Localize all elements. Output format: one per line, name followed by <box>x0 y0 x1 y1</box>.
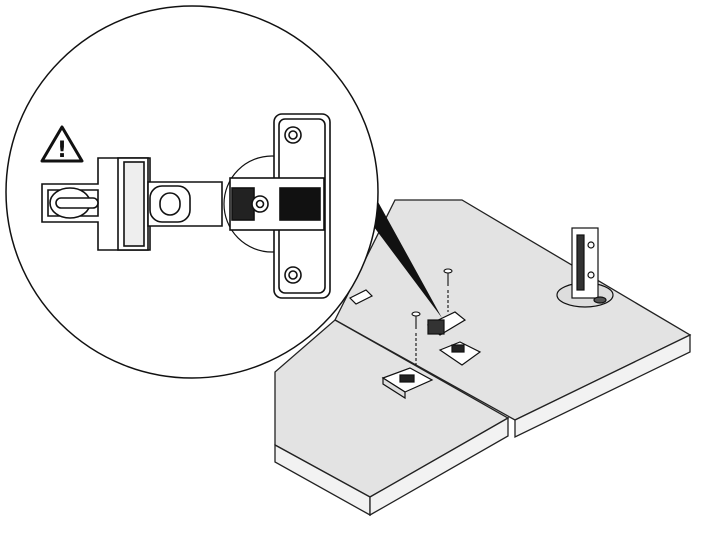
warning-triangle-icon: ! <box>40 125 84 163</box>
left-cabinet-panel <box>274 319 510 517</box>
right-cabinet-panel <box>334 199 692 439</box>
mounting-plate-icon <box>348 289 434 400</box>
hinge-upright <box>556 227 614 308</box>
magnifier-pointer <box>365 200 442 318</box>
hinge-being-mounted <box>426 311 482 366</box>
warning-symbol: ! <box>57 138 67 163</box>
screw-icon <box>411 268 453 365</box>
hinge-detail-magnifier: ! <box>5 5 379 379</box>
